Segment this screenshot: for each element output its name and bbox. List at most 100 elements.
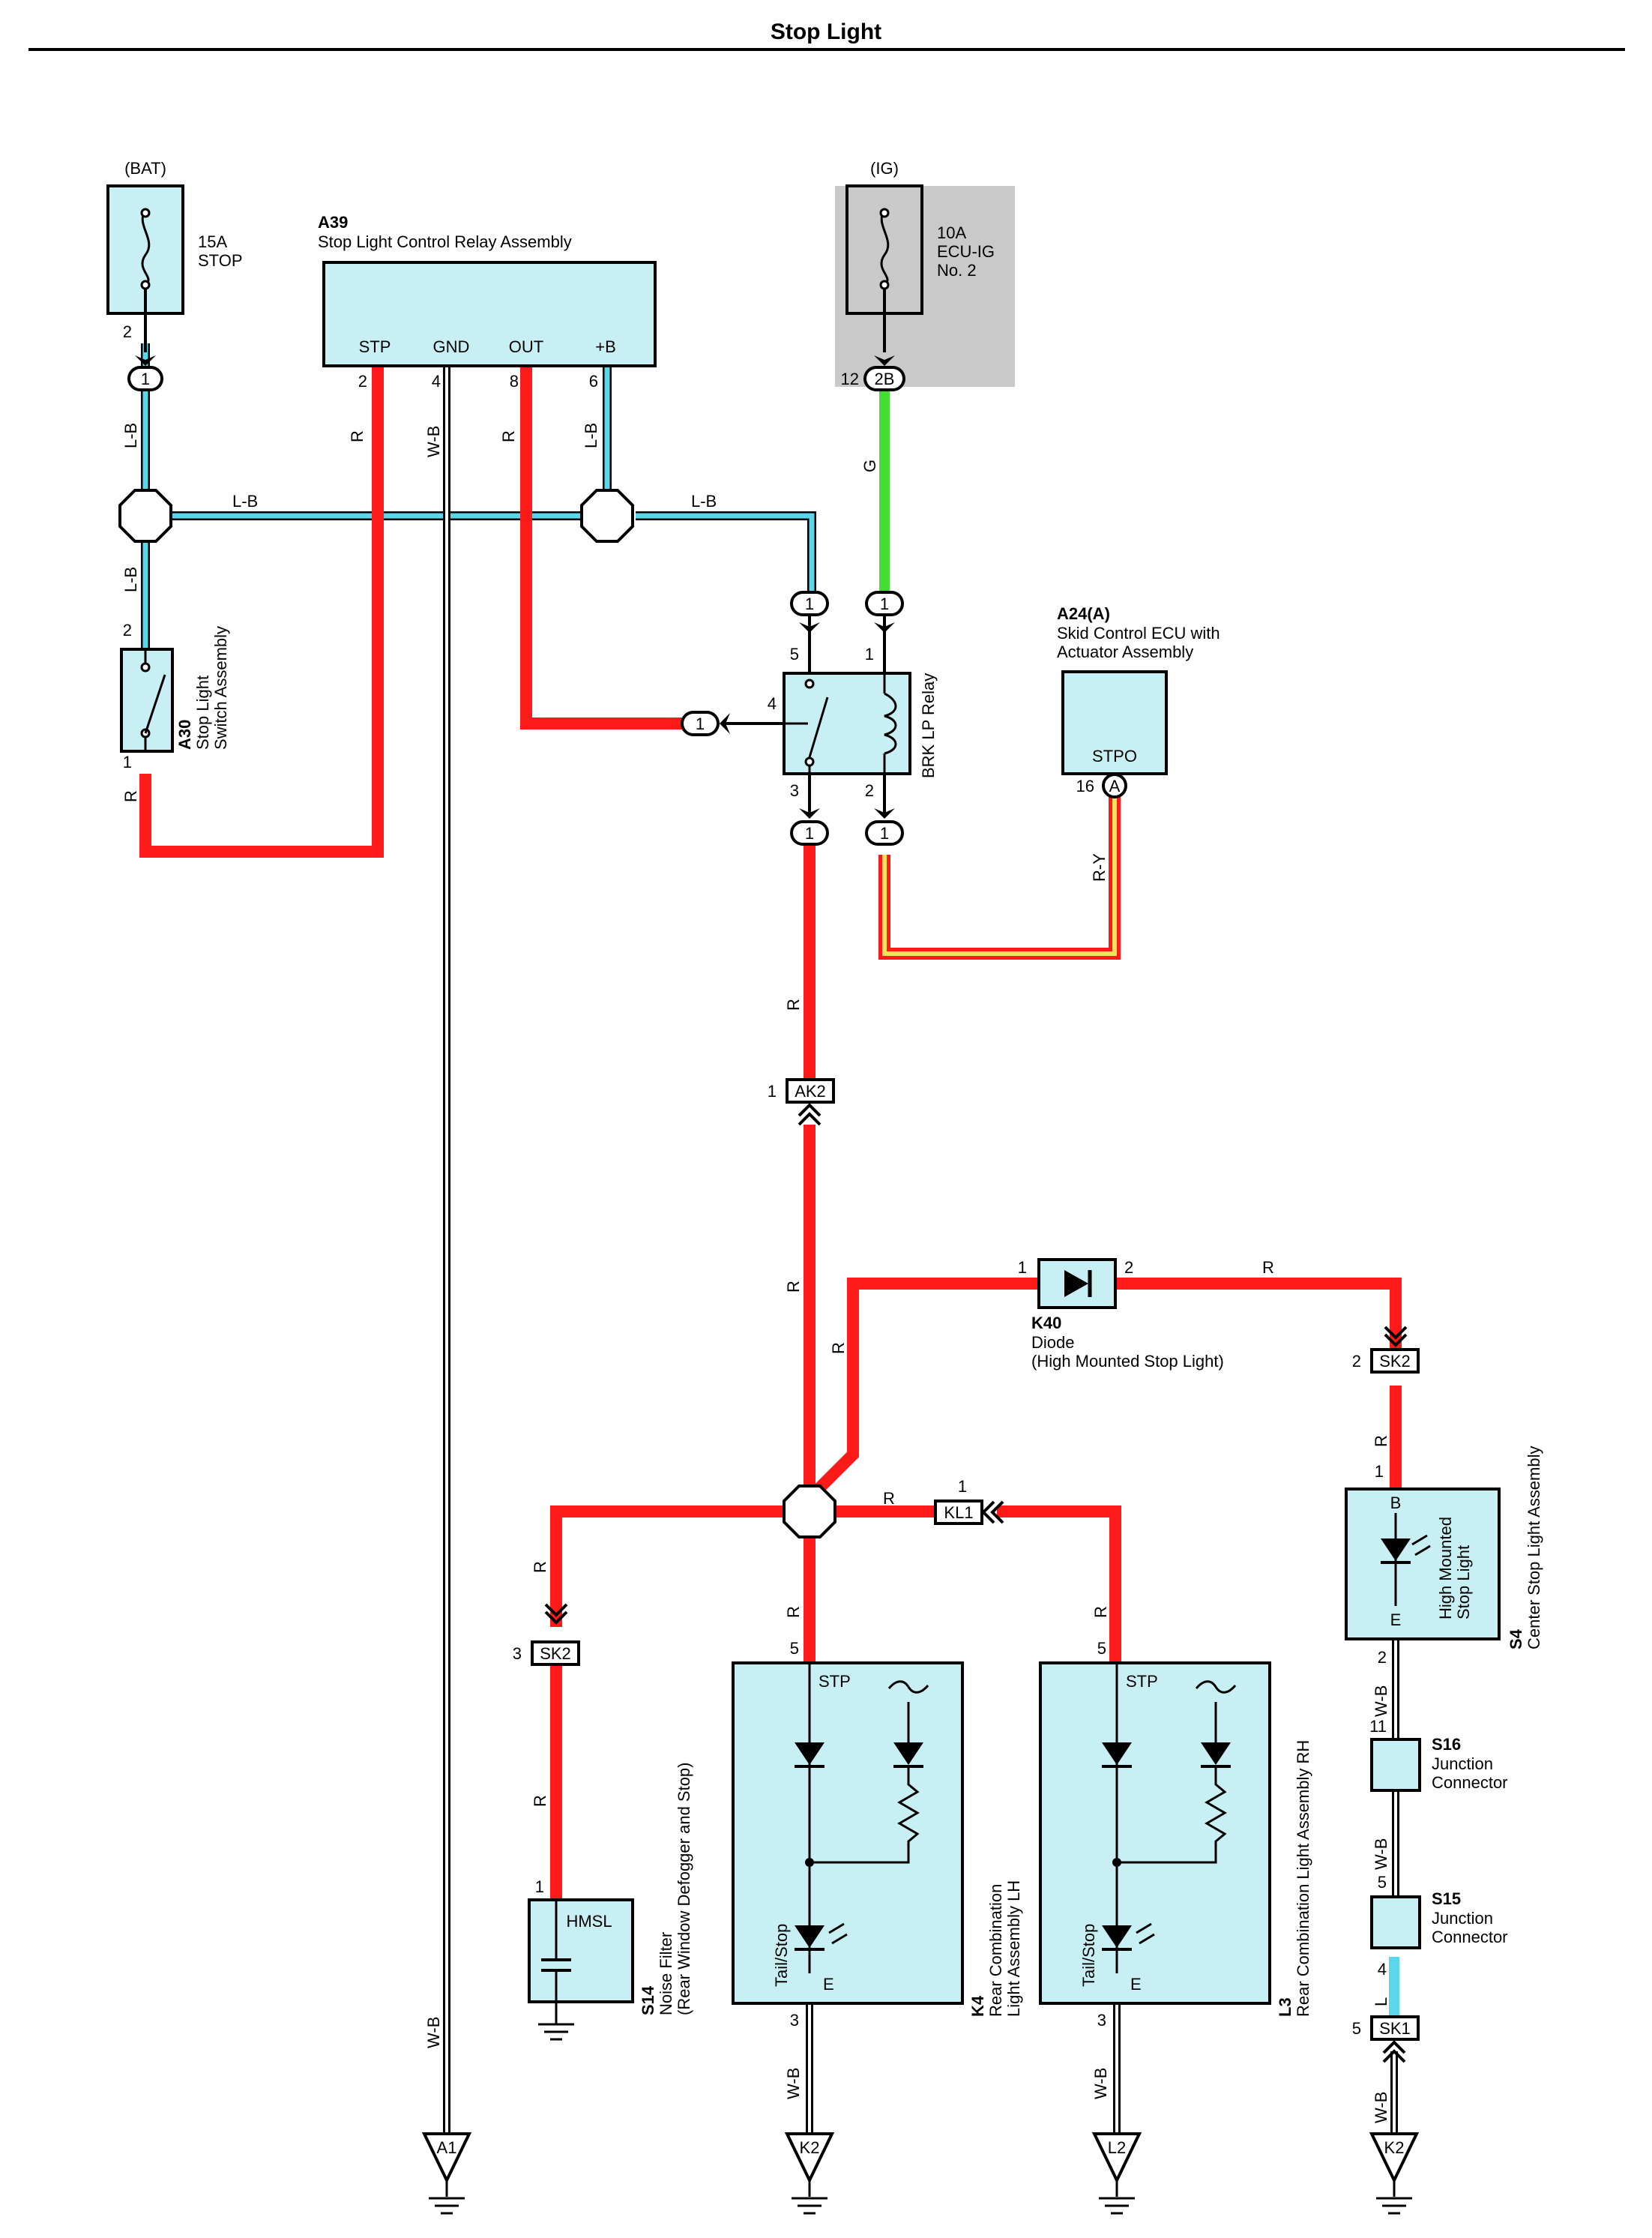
lbl-r-13: R xyxy=(531,1795,549,1807)
s15-pin-5: 5 xyxy=(1378,1873,1387,1892)
s16-pin-11: 11 xyxy=(1369,1717,1387,1736)
wire-ry xyxy=(878,795,1121,960)
lbl-r-10: R xyxy=(531,1561,549,1573)
s4-name: Center Stop Light Assembly xyxy=(1525,1446,1543,1649)
relay-conn-bottom-right: 1 xyxy=(880,824,889,843)
fuse-ecu-ig: (IG) 10A ECU-IG No. 2 2B 12 xyxy=(835,159,1015,391)
ground-a1-label: A1 xyxy=(437,2138,457,2157)
sk2-left-pin-3: 3 xyxy=(513,1644,522,1663)
ground-k2-right-label: K2 xyxy=(1384,2138,1405,2157)
lbl-lb-3: L-B xyxy=(691,492,717,511)
conn-2b: 2B xyxy=(875,370,895,388)
k4-pin-3: 3 xyxy=(790,2011,799,2030)
k4-pin-5: 5 xyxy=(790,1639,799,1658)
k40-diode: 1 2 K40 Diode (High Mounted Stop Light) xyxy=(1018,1258,1224,1371)
s4-center-stop-light: 1 B E High Mounted Stop Light S4 Center … xyxy=(1345,1446,1543,1667)
relay-pin-2: 2 xyxy=(865,781,874,800)
s14-code: S14 xyxy=(639,1985,657,2015)
ground-k2-left: K2 xyxy=(784,2132,835,2215)
sk1-label: SK1 xyxy=(1379,2019,1411,2038)
relay-name: BRK LP Relay xyxy=(919,673,938,778)
a24-skid-control-ecu: A24(A) Skid Control ECU with Actuator As… xyxy=(1057,604,1220,798)
s4-lamp2: Stop Light xyxy=(1454,1545,1473,1619)
k40-name2: (High Mounted Stop Light) xyxy=(1031,1352,1224,1371)
ground-l2-label: L2 xyxy=(1108,2138,1126,2157)
fuse-ecu-rating: 10A xyxy=(937,223,966,242)
kl1-pin-1: 1 xyxy=(958,1477,967,1496)
lbl-wb-7: W-B xyxy=(1091,2068,1110,2099)
a24-name1: Skid Control ECU with xyxy=(1057,624,1220,643)
a39-pin-out: OUT xyxy=(509,337,543,356)
lbl-lb-2: L-B xyxy=(232,492,258,511)
fuse-stop-rating: 15A xyxy=(198,232,227,251)
fuse-stop: (BAT) 15A STOP 2 1 xyxy=(106,159,243,391)
a39-pin-stp: STP xyxy=(359,337,391,356)
lbl-lb-5: L-B xyxy=(582,423,600,448)
conn-1: 1 xyxy=(141,370,150,388)
connector-sk2-right: SK2 2 xyxy=(1352,1326,1420,1374)
l3-stp: STP xyxy=(1126,1672,1158,1691)
lbl-lb-4: L-B xyxy=(121,567,140,592)
lbl-r-6: R xyxy=(829,1342,848,1354)
s4-pin-b: B xyxy=(1390,1493,1402,1512)
ground-a1: A1 xyxy=(421,2132,472,2215)
l3-code: L3 xyxy=(1276,1997,1294,2017)
a39-pinnum-4: 4 xyxy=(432,372,441,391)
l3-name: Rear Combination Light Assembly RH xyxy=(1294,1740,1312,2017)
fuse-ecu-name: ECU-IG xyxy=(937,242,995,261)
ground-k2-left-label: K2 xyxy=(800,2138,820,2157)
s14-noise-filter: 1 HMSL S14 Noise Filter (Rear Window Def… xyxy=(528,1763,693,2041)
sk2-left-label: SK2 xyxy=(540,1644,571,1663)
page-title: Stop Light xyxy=(771,19,881,44)
k4-name2: Light Assembly LH xyxy=(1004,1880,1023,2017)
k40-code: K40 xyxy=(1031,1314,1061,1332)
lbl-wb-3: W-B xyxy=(1372,1838,1390,1870)
fuse-stop-name: STOP xyxy=(198,251,243,270)
lbl-r-2: R xyxy=(499,430,518,442)
a24-name2: Actuator Assembly xyxy=(1057,643,1193,661)
fuse-ecu-name2: No. 2 xyxy=(937,261,977,280)
s16-code: S16 xyxy=(1432,1735,1461,1754)
relay-conn-top-right: 1 xyxy=(880,595,889,613)
connector-kl1: KL1 1 xyxy=(934,1477,1004,1525)
a39-name: Stop Light Control Relay Assembly xyxy=(318,232,572,251)
relay-pin-4: 4 xyxy=(768,694,777,713)
lbl-r-12: R xyxy=(1091,1606,1110,1618)
s14-name1: Noise Filter xyxy=(657,1932,675,2015)
k4-code: K4 xyxy=(968,1995,987,2017)
k40-pin-1: 1 xyxy=(1018,1258,1027,1277)
wire-labels: L-B L-B L-B L-B L-B R W-B R R G R-Y R R … xyxy=(121,423,1390,2123)
a24-code: A24(A) xyxy=(1057,604,1110,623)
lbl-r-4: R xyxy=(784,999,803,1011)
lbl-r-9: R xyxy=(883,1489,895,1508)
s16-junction-connector: 11 S16 Junction Connector xyxy=(1369,1717,1508,1792)
relay-conn-top-left: 1 xyxy=(805,595,814,613)
l3-tail-stop: Tail/Stop xyxy=(1079,1924,1098,1987)
lbl-l: L xyxy=(1372,1997,1390,2006)
a30-code: A30 xyxy=(175,720,194,750)
s15-pin-4: 4 xyxy=(1378,1960,1387,1979)
lbl-r-5: R xyxy=(784,1281,803,1293)
lbl-wb-2: W-B xyxy=(1372,1685,1390,1717)
s15-junction-connector: 5 S15 Junction Connector 4 xyxy=(1370,1873,1508,1979)
connector-sk1: SK1 5 xyxy=(1352,2015,1420,2063)
sk1-pin-5: 5 xyxy=(1352,2019,1361,2038)
l3-pin-5: 5 xyxy=(1097,1639,1106,1658)
a24-pin-stpo: STPO xyxy=(1092,747,1137,765)
k4-e: E xyxy=(823,1975,834,1994)
a39-pin-b: +B xyxy=(595,337,616,356)
relay-pin-3: 3 xyxy=(790,781,799,800)
ground-l2: L2 xyxy=(1091,2132,1142,2215)
s15-name1: Junction xyxy=(1432,1909,1493,1928)
connector-ak2: AK2 1 xyxy=(768,1078,835,1126)
relay-conn-side: 1 xyxy=(696,715,705,733)
s14-pin-1: 1 xyxy=(535,1877,544,1896)
s4-pin-e: E xyxy=(1390,1610,1402,1629)
ig-label: (IG) xyxy=(870,159,899,178)
a30-stop-light-switch: 2 1 A30 Stop Light Switch Assembly xyxy=(120,621,230,771)
ground-k2-right: K2 xyxy=(1369,2132,1420,2215)
junction-lb-right xyxy=(580,489,634,543)
pin-12: 12 xyxy=(841,370,859,388)
relay-pin-1: 1 xyxy=(865,645,874,664)
k4-tail-stop: Tail/Stop xyxy=(772,1924,791,1987)
